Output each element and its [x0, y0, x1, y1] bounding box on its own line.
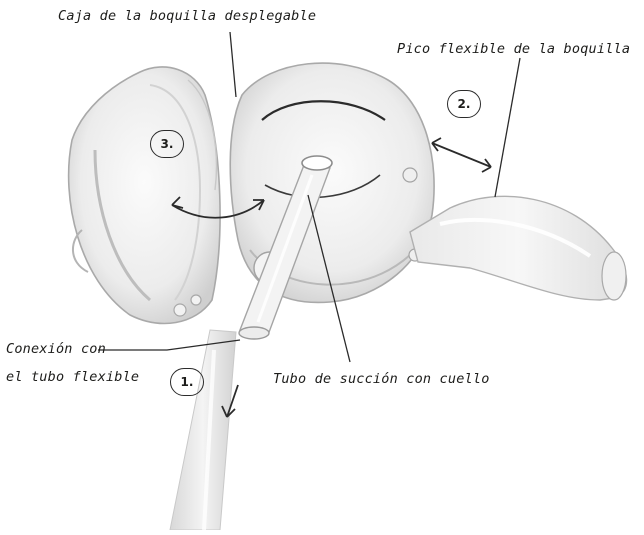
label-suction-tube: Tubo de succión con cuello: [273, 371, 490, 387]
right-shell: [230, 63, 434, 302]
label-connection-line1: Conexión con: [6, 341, 106, 357]
flexible-hose: [170, 330, 236, 530]
flexible-tip: [410, 196, 627, 300]
label-connection-line2: el tubo flexible: [6, 369, 139, 385]
left-shell: [69, 67, 220, 323]
step-one-badge: 1.: [170, 368, 204, 396]
step-two-badge: 2.: [447, 90, 481, 118]
label-nozzle-box: Caja de la boquilla desplegable: [58, 8, 316, 24]
detach-tip-arrow: [432, 138, 491, 172]
step-three-badge: 3.: [150, 130, 184, 158]
label-flexible-tip: Pico flexible de la boquilla: [397, 41, 630, 57]
